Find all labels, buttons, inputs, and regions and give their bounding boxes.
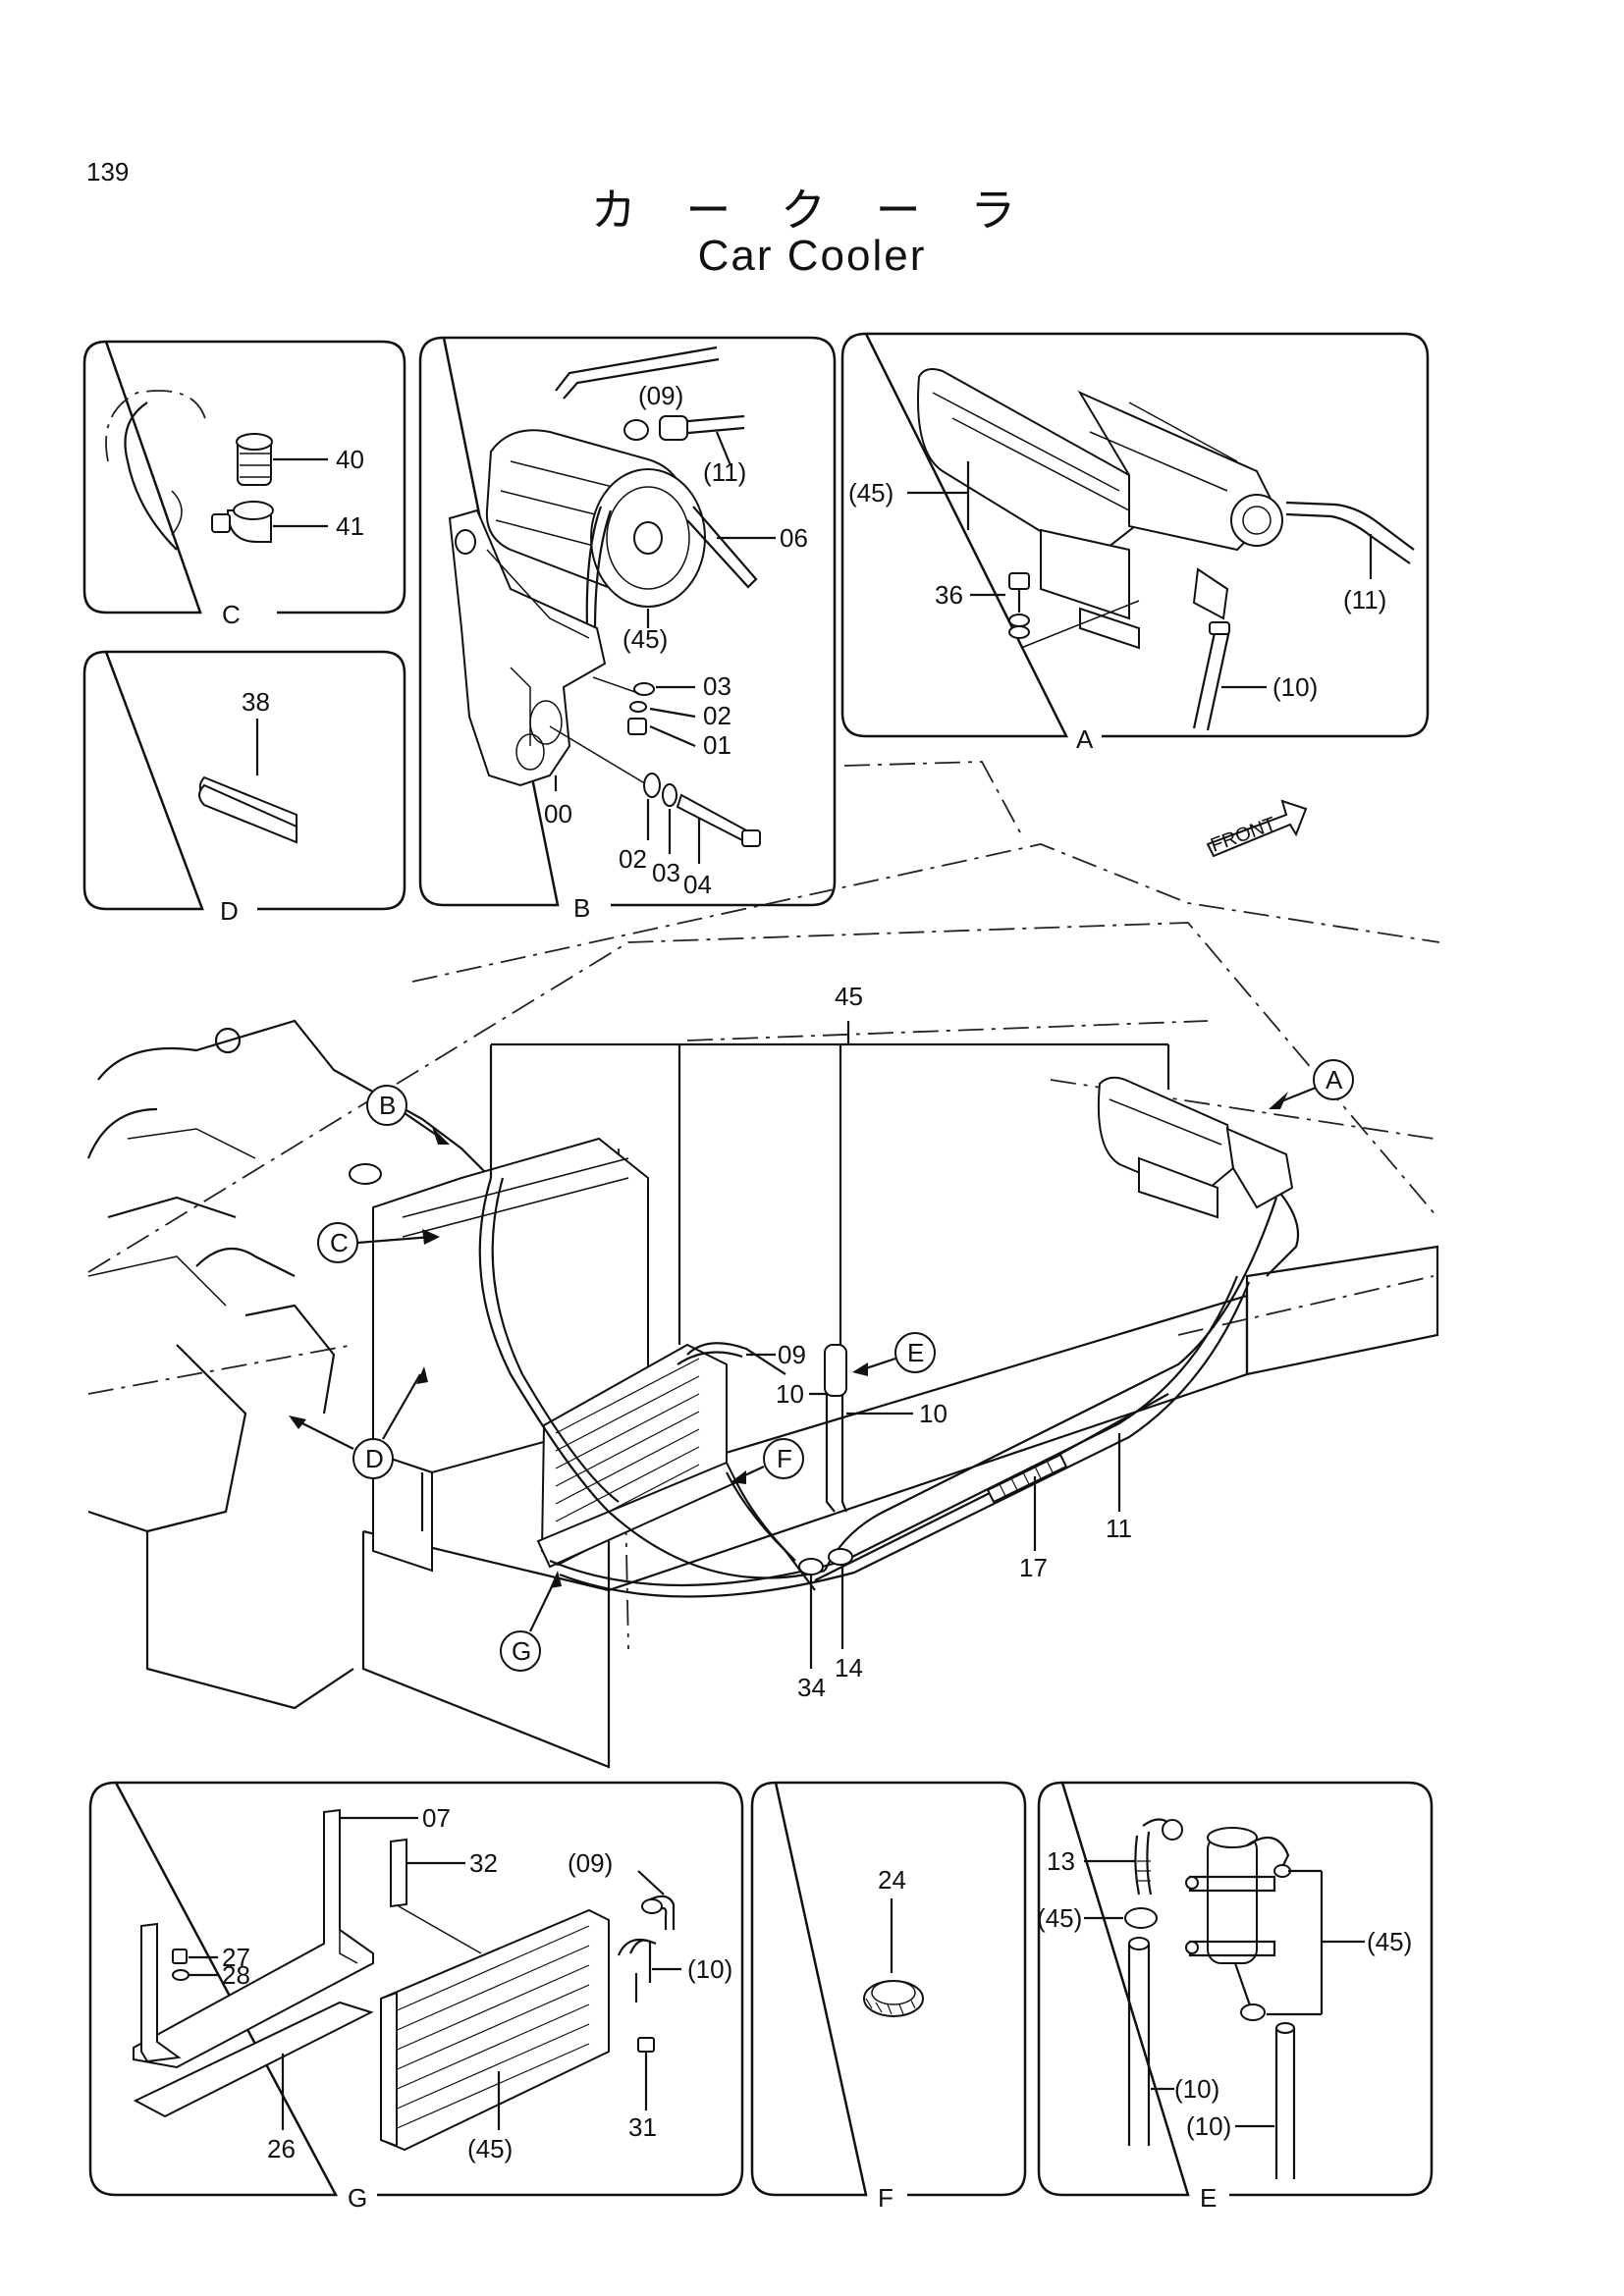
svg-text:E: E bbox=[907, 1338, 924, 1367]
callout-b-11: (11) bbox=[703, 457, 746, 487]
panel-f-label: F bbox=[878, 2183, 893, 2213]
panel-c-label: C bbox=[222, 600, 241, 629]
panel-a-label: A bbox=[1076, 724, 1094, 754]
callout-a-10: (10) bbox=[1272, 672, 1318, 702]
callout-main-17: 17 bbox=[1019, 1553, 1048, 1582]
callout-b-03b: 02 bbox=[619, 844, 647, 874]
callout-28: 28 bbox=[222, 1960, 250, 1990]
page-number: 139 bbox=[86, 157, 130, 187]
callout-b-09: (09) bbox=[638, 381, 683, 410]
detail-marker-f: F bbox=[731, 1438, 804, 1484]
callout-e-45b: (45) bbox=[1367, 1927, 1412, 1956]
svg-text:B: B bbox=[379, 1091, 396, 1120]
detail-marker-d: D bbox=[289, 1366, 428, 1479]
svg-text:D: D bbox=[365, 1444, 384, 1473]
callout-main-14: 14 bbox=[835, 1653, 863, 1682]
callout-07: 07 bbox=[422, 1803, 451, 1833]
callout-13: 13 bbox=[1047, 1846, 1075, 1876]
detail-panel-e: E 13 (45) (10) (45) bbox=[1037, 1781, 1434, 2213]
callout-g-45: (45) bbox=[467, 2134, 513, 2163]
callout-main-34: 34 bbox=[797, 1673, 826, 1702]
callout-41: 41 bbox=[336, 511, 364, 541]
callout-e-10b: (10) bbox=[1186, 2111, 1231, 2141]
front-arrow: FRONT bbox=[1206, 799, 1308, 858]
panel-d-label: D bbox=[220, 896, 239, 926]
callout-b-03a: 03 bbox=[703, 671, 731, 701]
callout-31: 31 bbox=[628, 2112, 657, 2142]
svg-text:C: C bbox=[330, 1228, 349, 1257]
callout-b-45: (45) bbox=[623, 624, 668, 654]
callout-b-02a: 02 bbox=[703, 701, 731, 730]
front-label: FRONT bbox=[1208, 813, 1278, 856]
page-title: Car Cooler bbox=[697, 232, 927, 280]
callout-06: 06 bbox=[780, 523, 808, 553]
callout-38: 38 bbox=[242, 687, 270, 717]
callout-e-10a: (10) bbox=[1174, 2074, 1219, 2104]
callout-00: 00 bbox=[544, 799, 572, 828]
detail-marker-c: C bbox=[317, 1222, 440, 1263]
detail-panel-c: C 40 41 bbox=[82, 340, 406, 629]
page-title-japanese: カ ー ク ー ラ bbox=[590, 184, 1034, 237]
detail-marker-a: A bbox=[1269, 1059, 1354, 1109]
callout-a-45: (45) bbox=[848, 478, 893, 507]
callout-main-10a: 10 bbox=[776, 1379, 804, 1409]
detail-panel-d: D 38 bbox=[82, 650, 406, 926]
callout-main-45: 45 bbox=[835, 982, 863, 1011]
detail-panel-a: A (45) 36 (11) (10) bbox=[840, 332, 1430, 754]
callout-26: 26 bbox=[267, 2134, 296, 2163]
detail-marker-b: B bbox=[366, 1085, 450, 1145]
callout-36: 36 bbox=[935, 580, 963, 610]
callout-01: 01 bbox=[703, 730, 731, 760]
callout-main-11: 11 bbox=[1106, 1514, 1132, 1543]
callout-e-45a: (45) bbox=[1037, 1903, 1082, 1933]
callout-27: 27 bbox=[222, 1943, 250, 1972]
callout-g-10: (10) bbox=[687, 1954, 732, 1984]
detail-marker-e: E bbox=[852, 1332, 936, 1376]
panel-e-label: E bbox=[1200, 2183, 1217, 2213]
callout-main-10b: 10 bbox=[919, 1399, 947, 1428]
svg-text:G: G bbox=[512, 1636, 531, 1666]
callout-b-02b: 03 bbox=[652, 858, 680, 887]
detail-panel-g: G 07 32 27 28 26 (45) (09) bbox=[88, 1781, 744, 2213]
detail-panel-b: B (09) (11) 06 (45) bbox=[418, 336, 837, 923]
panel-b-label: B bbox=[573, 893, 590, 923]
callout-32: 32 bbox=[469, 1848, 498, 1878]
main-assembly: 45 09 10 10 11 17 34 14 bbox=[86, 761, 1440, 1769]
svg-text:A: A bbox=[1326, 1065, 1343, 1095]
svg-text:F: F bbox=[777, 1444, 792, 1473]
detail-marker-g: G bbox=[500, 1571, 562, 1672]
callout-g-09: (09) bbox=[568, 1848, 613, 1878]
callout-24: 24 bbox=[878, 1865, 906, 1895]
panel-g-label: G bbox=[348, 2183, 367, 2213]
callout-04: 04 bbox=[683, 870, 712, 899]
callout-40: 40 bbox=[336, 445, 364, 474]
detail-panel-f: F 24 bbox=[750, 1781, 1027, 2213]
callout-a-11: (11) bbox=[1343, 585, 1386, 614]
callout-main-09: 09 bbox=[778, 1340, 806, 1369]
